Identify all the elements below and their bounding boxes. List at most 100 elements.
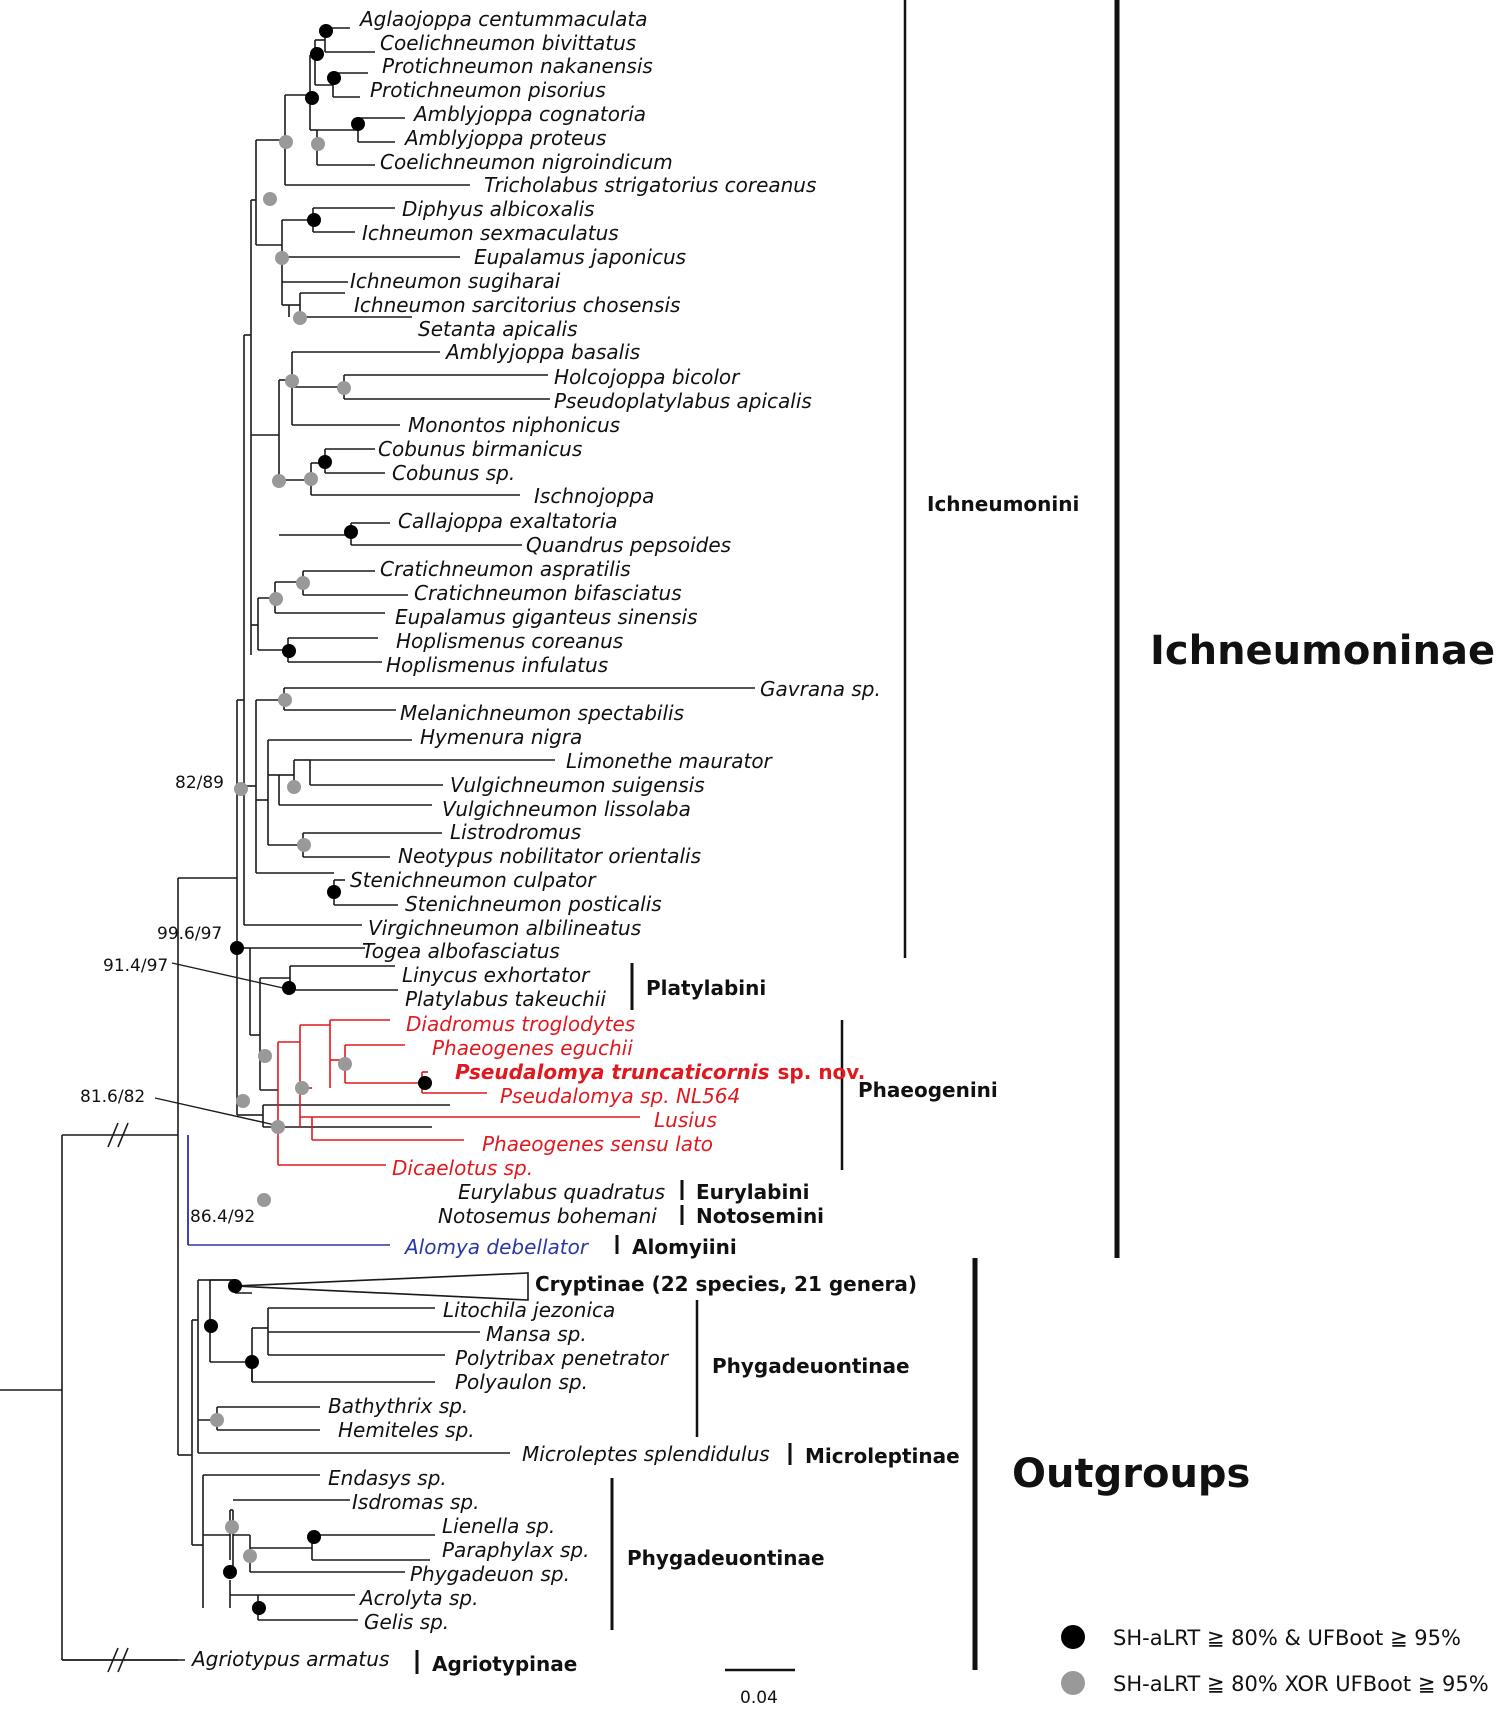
taxon-label: Agriotypus armatus [190, 1647, 389, 1671]
taxon-label: Ischnojoppa [534, 484, 654, 508]
legend-partial-marker [1061, 1671, 1085, 1695]
taxon-label: Diphyus albicoxalis [402, 197, 595, 221]
partial-node [297, 838, 311, 852]
taxon-label: Amblyjoppa proteus [403, 126, 606, 150]
taxon-label: Pseudoplatylabus apicalis [554, 389, 812, 413]
strong-node [344, 525, 358, 539]
taxon-label: Platylabus takeuchii [405, 987, 606, 1011]
taxon-label: Alomya debellator [403, 1235, 590, 1259]
strong-node [223, 1565, 237, 1579]
partial-node [285, 374, 299, 388]
strong-node [245, 1355, 259, 1369]
taxon-label: Limonethe maurator [566, 749, 774, 773]
taxon-label: Cratichneumon aspratilis [380, 557, 631, 581]
taxon-label: Coelichneumon bivittatus [380, 31, 636, 55]
taxon-label: Pseudalomya sp. NL564 [500, 1084, 740, 1108]
partial-node [269, 592, 283, 606]
partial-node [338, 1057, 352, 1071]
partial-node [275, 251, 289, 265]
taxon-label: Stenichneumon posticalis [405, 892, 662, 916]
group-labels: Ichneumonini Platylabini Phaeogenini Eur… [432, 492, 1495, 1676]
strong-node [252, 1601, 266, 1615]
taxon-label: Lienella sp. [442, 1514, 555, 1538]
scale-bar-label: 0.04 [740, 1688, 778, 1708]
strong-node [418, 1076, 432, 1090]
support-value-label: 91.4/97 [103, 956, 168, 976]
taxon-label: Eupalamus japonicus [474, 245, 686, 269]
taxon-label: Vulgichneumon lissolaba [442, 797, 691, 821]
partial-node [304, 472, 318, 486]
taxon-label: Litochila jezonica [443, 1298, 615, 1322]
taxon-label: Melanichneumon spectabilis [400, 701, 684, 725]
taxon-label: Cratichneumon bifasciatus [414, 581, 682, 605]
taxon-label: Ichneumon sarcitorius chosensis [354, 293, 680, 317]
taxon-label: Phygadeuon sp. [410, 1562, 570, 1586]
taxon-label: Aglaojoppa centummaculata [358, 7, 648, 31]
taxon-label: Ichneumon sugiharai [350, 269, 561, 293]
group-bars [415, 0, 1120, 1674]
taxon-label: Isdromas sp. [352, 1490, 479, 1514]
support-value-label: 86.4/92 [190, 1207, 255, 1227]
partial-node [279, 135, 293, 149]
support-nodes [204, 24, 432, 1615]
taxon-label: Togea albofasciatus [362, 939, 560, 963]
legend-strong-text: SH-aLRT ≧ 80% & UFBoot ≧ 95% [1113, 1626, 1461, 1650]
taxon-label: Stenichneumon culpator [350, 868, 597, 892]
support-value-label: 82/89 [175, 773, 224, 793]
taxon-label: Notosemus bohemani [438, 1204, 657, 1228]
taxon-label: Protichneumon pisorius [370, 78, 606, 102]
group-label-phygadeuontinae-2: Phygadeuontinae [627, 1546, 825, 1570]
taxon-label: Cobunus sp. [392, 461, 515, 485]
partial-node [257, 1193, 271, 1207]
taxon-label: Phaeogenes sensu lato [482, 1132, 713, 1156]
strong-node [282, 644, 296, 658]
partial-node [272, 474, 286, 488]
taxon-labels: Aglaojoppa centummaculata Coelichneumon … [190, 7, 917, 1671]
partial-node [287, 780, 301, 794]
support-value-label: 99.6/97 [157, 924, 222, 944]
taxon-label: Amblyjoppa cognatoria [412, 102, 646, 126]
strong-node [230, 941, 244, 955]
strong-node [327, 885, 341, 899]
partial-node [263, 192, 277, 206]
legend: SH-aLRT ≧ 80% & UFBoot ≧ 95% SH-aLRT ≧ 8… [1061, 1625, 1489, 1696]
taxon-label: Vulgichneumon suigensis [450, 773, 705, 797]
branch-break-marks [107, 1122, 129, 1673]
taxon-label-sp-nov: sp. nov. [778, 1060, 866, 1084]
taxon-label: Dicaelotus sp. [392, 1156, 533, 1180]
taxon-label: Tricholabus strigatorius coreanus [484, 173, 816, 197]
tree-branches [0, 27, 755, 1661]
legend-strong-marker [1061, 1625, 1085, 1649]
taxon-label: Setanta apicalis [418, 317, 578, 341]
group-label-alomyiini: Alomyiini [632, 1235, 737, 1259]
taxon-label: Bathythrix sp. [328, 1394, 468, 1418]
support-leader-lines [154, 962, 284, 1126]
strong-node [307, 1530, 321, 1544]
taxon-label: Mansa sp. [486, 1322, 587, 1346]
taxon-label: Linycus exhortator [402, 963, 591, 987]
partial-node [278, 693, 292, 707]
group-label-ichneumoninae: Ichneumoninae [1150, 628, 1495, 674]
taxon-label: Eupalamus giganteus sinensis [395, 605, 698, 629]
taxon-label: Virgichneumon albilineatus [368, 916, 641, 940]
taxon-label: Microleptes splendidulus [522, 1442, 770, 1466]
taxon-label: Polytribax penetrator [455, 1346, 670, 1370]
legend-partial-text: SH-aLRT ≧ 80% XOR UFBoot ≧ 95% [1113, 1672, 1489, 1696]
partial-node [236, 1094, 250, 1108]
group-label-agriotypinae: Agriotypinae [432, 1652, 577, 1676]
taxon-label: Hymenura nigra [420, 725, 582, 749]
partial-node [337, 381, 351, 395]
taxon-label: Gavrana sp. [760, 677, 881, 701]
taxon-label: Hoplismenus coreanus [396, 629, 623, 653]
group-label-microleptinae: Microleptinae [805, 1444, 960, 1468]
taxon-label: Hoplismenus infulatus [386, 653, 608, 677]
partial-node [225, 1520, 239, 1534]
taxon-label: Paraphylax sp. [442, 1538, 589, 1562]
group-label-ichneumonini: Ichneumonini [927, 492, 1079, 516]
group-label-eurylabini: Eurylabini [696, 1180, 809, 1204]
group-label-platylabini: Platylabini [646, 976, 766, 1000]
strong-node [327, 71, 341, 85]
taxon-label: Protichneumon nakanensis [382, 54, 653, 78]
group-label-outgroups: Outgroups [1012, 1451, 1250, 1497]
partial-node [293, 311, 307, 325]
